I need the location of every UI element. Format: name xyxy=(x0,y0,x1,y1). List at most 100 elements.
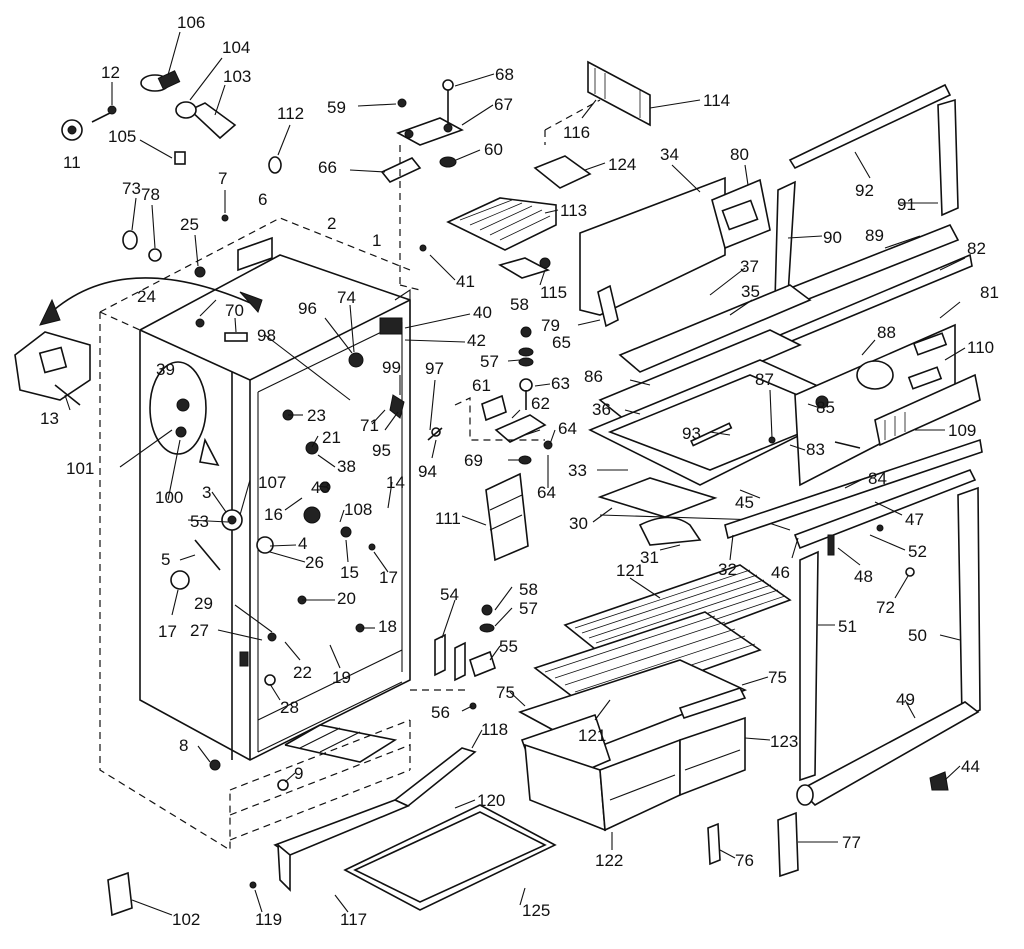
part-label: 66 xyxy=(318,158,337,177)
part-label: 64 xyxy=(537,483,556,502)
part-label: 116 xyxy=(563,123,590,142)
part-label: 50 xyxy=(908,626,927,645)
part-label: 20 xyxy=(337,589,356,608)
cabinet-outer-shell xyxy=(99,217,411,852)
part-label: 12 xyxy=(101,63,120,82)
part-label: 38 xyxy=(337,457,356,476)
part-label: 14 xyxy=(386,473,405,492)
part-label: 25 xyxy=(180,215,199,234)
part-label: 17 xyxy=(158,622,177,641)
part-label: 48 xyxy=(854,567,873,586)
part-label: 47 xyxy=(905,510,924,529)
freezer-shelves-middle xyxy=(588,284,862,546)
part-label: 17 xyxy=(379,568,398,587)
part-label: 104 xyxy=(222,38,250,57)
part-label: 4 xyxy=(298,534,307,553)
part-label: 124 xyxy=(608,155,636,174)
part-label: 32 xyxy=(718,560,737,579)
door-rails xyxy=(724,438,983,577)
part-label: 114 xyxy=(703,91,730,110)
fresh-food-shelves xyxy=(517,564,792,751)
part-label: 82 xyxy=(967,239,986,258)
part-label: 121 xyxy=(616,561,644,580)
part-label: 26 xyxy=(305,553,324,572)
part-label: 73 xyxy=(122,179,141,198)
part-label: 115 xyxy=(540,283,567,302)
part-label: 78 xyxy=(141,185,160,204)
part-label: 108 xyxy=(344,500,372,519)
cabinet-liner xyxy=(139,254,411,763)
part-label: 117 xyxy=(340,910,367,929)
part-label: 99 xyxy=(382,358,401,377)
part-label: 27 xyxy=(190,621,209,640)
part-label: 57 xyxy=(480,352,499,371)
part-label: 107 xyxy=(258,473,286,492)
part-label: 53 xyxy=(190,512,209,531)
misc-small-parts xyxy=(209,759,289,791)
part-label: 11 xyxy=(63,153,81,172)
part-label: 112 xyxy=(277,104,304,123)
part-label: 68 xyxy=(495,65,514,84)
defrost-cover xyxy=(14,331,91,406)
part-label: 71 xyxy=(360,416,379,435)
part-label: 16 xyxy=(264,505,283,524)
part-label: 35 xyxy=(741,282,760,301)
part-label: 72 xyxy=(876,598,895,617)
part-label: 105 xyxy=(108,127,136,146)
part-label: 39 xyxy=(156,360,175,379)
part-label: 19 xyxy=(332,668,351,687)
part-label: 70 xyxy=(225,301,244,320)
freezer-back-panel xyxy=(539,176,771,328)
part-label: 55 xyxy=(499,637,518,656)
part-label: 41 xyxy=(456,272,475,291)
part-label: 81 xyxy=(980,283,999,302)
part-label: 67 xyxy=(494,95,513,114)
part-label: 63 xyxy=(551,374,570,393)
part-label: 79 xyxy=(541,316,560,335)
part-label: 36 xyxy=(592,400,611,419)
part-label: 74 xyxy=(337,288,356,307)
top-hardware xyxy=(61,70,427,328)
part-number-labels: 106 104 103 12 105 11 112 7 73 78 25 6 2… xyxy=(40,13,999,929)
center-hardware xyxy=(427,99,601,562)
part-label: 43 xyxy=(311,478,330,497)
part-label: 93 xyxy=(682,424,701,443)
part-label: 80 xyxy=(730,145,749,164)
part-label: 88 xyxy=(877,323,896,342)
part-label: 97 xyxy=(425,359,444,378)
control-panel xyxy=(768,323,981,487)
part-label: 28 xyxy=(280,698,299,717)
bottom-rail xyxy=(796,701,980,806)
part-label: 18 xyxy=(378,617,397,636)
freezer-shelf xyxy=(446,60,651,279)
part-label: 8 xyxy=(179,736,188,755)
part-label: 21 xyxy=(322,428,341,447)
part-label: 125 xyxy=(522,901,550,920)
door-swing-arrow xyxy=(39,277,263,326)
part-label: 118 xyxy=(481,720,508,739)
part-label: 51 xyxy=(838,617,857,636)
part-label: 85 xyxy=(816,398,835,417)
bottom-trays xyxy=(107,747,557,917)
part-label: 64 xyxy=(558,419,577,438)
part-label: 75 xyxy=(496,683,515,702)
part-label: 58 xyxy=(510,295,529,314)
part-label: 54 xyxy=(440,585,459,604)
part-label: 31 xyxy=(640,548,659,567)
leader-lines xyxy=(64,31,966,916)
part-label: 109 xyxy=(948,421,976,440)
part-label: 106 xyxy=(177,13,205,32)
top-hinge xyxy=(380,79,464,291)
part-label: 87 xyxy=(755,370,774,389)
part-label: 62 xyxy=(531,394,550,413)
part-label: 69 xyxy=(464,451,483,470)
part-label: 6 xyxy=(258,190,267,209)
part-label: 83 xyxy=(806,440,825,459)
part-label: 76 xyxy=(735,851,754,870)
part-label: 84 xyxy=(868,469,887,488)
crisper-drawers xyxy=(520,713,746,832)
part-label: 86 xyxy=(584,367,603,386)
part-label: 24 xyxy=(137,287,156,306)
part-label: 98 xyxy=(257,326,276,345)
